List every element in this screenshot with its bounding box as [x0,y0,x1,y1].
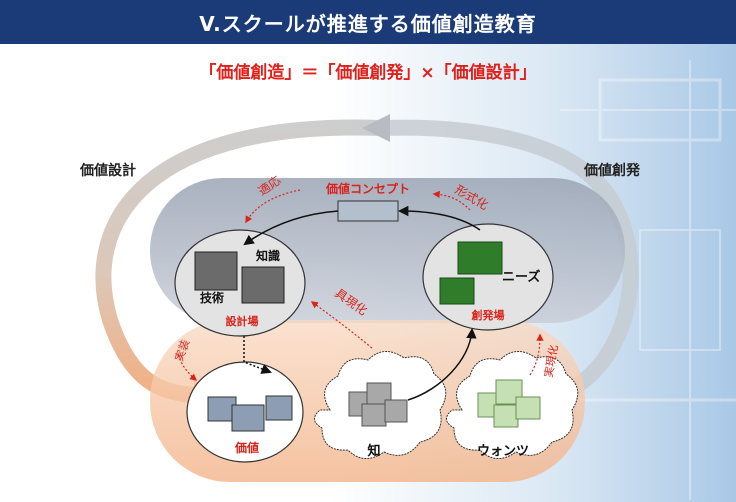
wants-cloud-label: ウォンツ [477,444,529,459]
design-field-title: 設計場 [226,314,259,328]
needs-block-1 [457,241,503,275]
arrow-realize [529,333,544,376]
needs-block-2 [439,277,475,305]
concept-label: 価値コンセプト [325,181,410,196]
technology-block [241,266,285,304]
value-label: 価値 [234,440,259,455]
formula-subtitle: 「価値創造」＝「価値創発」×「価値設計」 [199,63,537,83]
realize-label: 実現化 [541,344,561,379]
loop-arrowhead-top [362,114,390,142]
value-block-3 [265,395,293,421]
emergence-field-title: 創発場 [471,308,505,322]
value-block-2 [231,404,265,432]
concept-box [337,200,399,222]
outer-loop-right [372,119,639,403]
knowledge-cloud [314,351,447,459]
arrow-emergence-to-concept [397,205,481,231]
knowledge-label: 知識 [255,248,280,263]
arrow-knowledge-to-emergence [407,327,477,401]
arrow-design-to-value [243,336,272,374]
technology-label: 技術 [200,290,224,305]
knowledge-block [194,251,238,291]
wants-cloud [446,351,579,459]
knowledge-cloud-label: 知 [367,443,380,459]
page-title: V.スクールが推進する価値創造教育 [0,0,736,44]
arrow-embody [310,301,373,349]
arrow-formalize [432,190,471,211]
arrow-concept-to-design [243,210,339,246]
background-tech-lines [560,60,736,500]
value-block-1 [207,396,237,422]
value-design-label: 価値設計 [80,163,136,179]
needs-label: ニーズ [502,269,540,285]
arrow-implement [177,354,198,381]
value-emergence-label: 価値創発 [584,163,640,179]
